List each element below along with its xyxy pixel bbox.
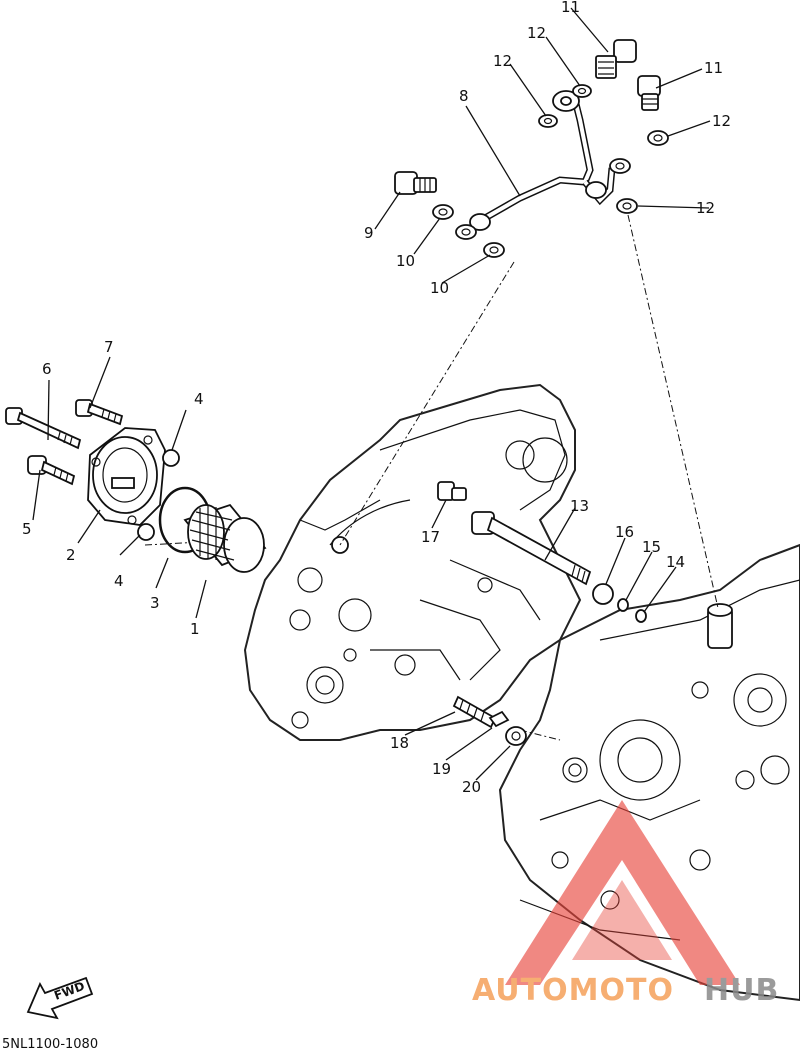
callout-16: 16 xyxy=(615,523,634,541)
callout-12-a: 12 xyxy=(527,24,546,42)
callout-19: 19 xyxy=(432,760,451,778)
diagram-code: 5NL1100-1080 xyxy=(2,1037,98,1051)
watermark-hub: HUB xyxy=(704,973,779,1008)
oil-delivery-pipe xyxy=(469,90,616,231)
callout-11-top: 11 xyxy=(561,0,580,16)
watermark-auto: AUTOMOTO xyxy=(472,973,674,1008)
bolt-17 xyxy=(437,481,467,501)
screw-18 xyxy=(452,695,497,729)
callout-labels: 1 2 3 4 4 5 6 7 8 9 10 10 11 11 12 12 12… xyxy=(22,0,731,796)
callout-10-lower: 10 xyxy=(430,279,449,297)
callout-12-c: 12 xyxy=(712,112,731,130)
callout-12-b: 12 xyxy=(493,52,512,70)
callout-6: 6 xyxy=(42,360,52,378)
callout-12-d: 12 xyxy=(696,199,715,217)
callout-7: 7 xyxy=(104,338,114,356)
automotohub-watermark: AUTOMOTO HUB xyxy=(472,800,779,1008)
callout-3: 3 xyxy=(150,594,160,612)
oil-filter-1 xyxy=(183,503,267,573)
callout-18: 18 xyxy=(390,734,409,752)
o-rings-4 xyxy=(137,449,180,541)
washers xyxy=(432,84,669,258)
callout-13: 13 xyxy=(570,497,589,515)
crankcase-left xyxy=(243,383,582,741)
part-20 xyxy=(505,726,527,746)
callout-11-right: 11 xyxy=(704,59,723,77)
callout-8: 8 xyxy=(459,87,469,105)
fwd-arrow: FWD xyxy=(26,976,94,1020)
callout-4-lower: 4 xyxy=(114,572,124,590)
callout-1: 1 xyxy=(190,620,200,638)
watermark-triangle-logo xyxy=(505,800,740,985)
callout-4-upper: 4 xyxy=(194,390,204,408)
bolt-7 xyxy=(75,399,124,426)
bolt-5 xyxy=(27,455,76,486)
callout-17: 17 xyxy=(421,528,440,546)
oil-pipe-13 xyxy=(471,511,592,586)
callout-5: 5 xyxy=(22,520,32,538)
callout-9: 9 xyxy=(364,224,374,242)
union-bolt-9 xyxy=(394,171,437,195)
callout-14: 14 xyxy=(666,553,685,571)
union-bolt-11-lower xyxy=(637,75,661,111)
callout-10-upper: 10 xyxy=(396,252,415,270)
callout-2: 2 xyxy=(66,546,76,564)
part-19 xyxy=(488,710,510,728)
bolt-6 xyxy=(5,407,82,450)
callout-20: 20 xyxy=(462,778,481,796)
union-bolt-11-upper xyxy=(595,39,637,79)
oil-filter-cover xyxy=(87,427,166,526)
o-rings-14-16 xyxy=(592,583,647,623)
callout-15: 15 xyxy=(642,538,661,556)
leader-lines xyxy=(32,7,711,781)
